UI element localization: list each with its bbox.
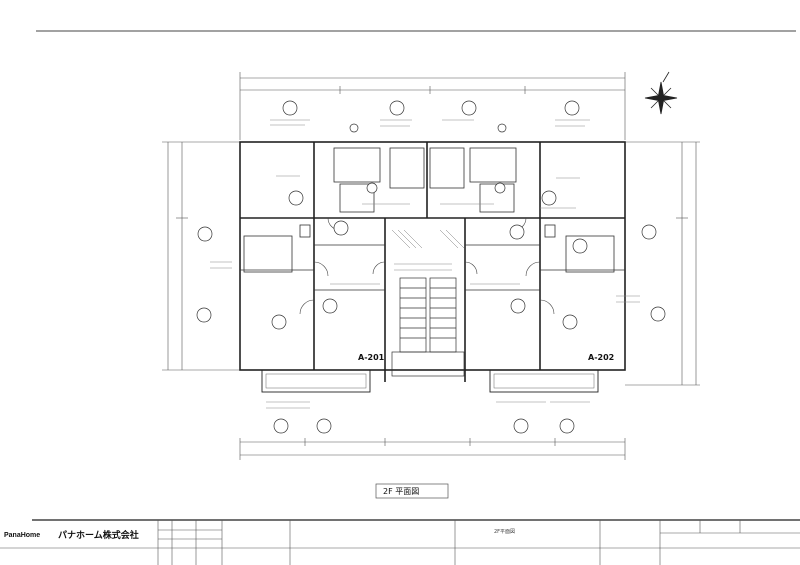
- interior-partitions: [240, 147, 625, 291]
- sheet-border: [32, 30, 800, 521]
- brand-logo-jp: パナホーム株式会社: [58, 529, 139, 541]
- title-block: [0, 520, 800, 565]
- dimension-lines: [162, 72, 700, 460]
- callout-symbols: [196, 100, 666, 434]
- unit-label-a201: A-201: [358, 353, 385, 362]
- north-arrow-icon: [644, 71, 678, 115]
- balconies: [261, 369, 599, 393]
- brand-logo-en: PanaHome: [4, 532, 40, 539]
- unit-label-a202: A-202: [588, 353, 614, 362]
- annotation-notes: [210, 119, 640, 409]
- staircase: [391, 277, 465, 377]
- entrance-hatch: [391, 229, 465, 249]
- caption-box: 2F 平面図: [375, 483, 449, 499]
- drawing-caption: 2F 平面図: [383, 487, 419, 496]
- doors: [299, 217, 555, 315]
- title-block-drawing-name: 2F平面図: [494, 529, 515, 535]
